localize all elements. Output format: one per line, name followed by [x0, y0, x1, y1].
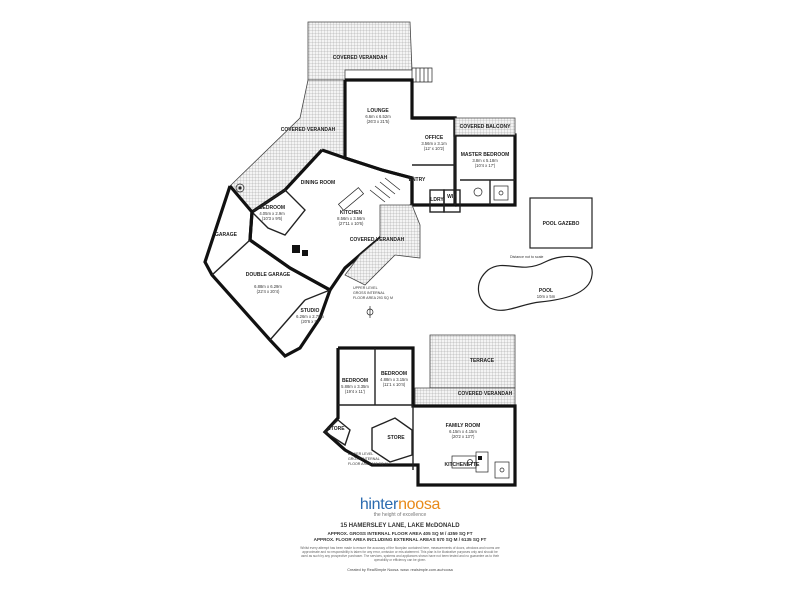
pool — [477, 255, 593, 311]
label-family-room-dim2: (20'2 x 13'7) — [452, 434, 475, 439]
disclaimer-line-2: approximate and no responsibility is tak… — [302, 550, 498, 554]
pool-gazebo — [529, 197, 593, 249]
label-store-a: STORE — [327, 426, 345, 432]
label-bedroom-upper-dim1: 4.05m x 2.9m — [259, 211, 285, 216]
label-kitchen-dim1: 8.56m x 3.56m — [337, 216, 365, 221]
label-double-garage-dim1: 6.88m x 6.29m — [254, 284, 282, 289]
disclaimer-line-4: operability or efficiency can be given. — [373, 558, 427, 562]
kitchen-island — [337, 187, 365, 211]
logo-part-1: hinter — [359, 496, 399, 513]
label-covered-balcony: COVERED BALCONY — [460, 124, 512, 130]
label-pool: POOL — [539, 288, 553, 294]
area-external: APPROX. FLOOR AREA INCLUDING EXTERNAL AR… — [313, 537, 487, 542]
label-upper-level-3: FLOOR AREA 293 SQ M — [353, 296, 393, 300]
label-bedroom-lower-b-dim1: 4.88m x 3.15m — [380, 377, 408, 382]
disclaimer: Whilst every attempt has been made to en… — [250, 546, 550, 562]
label-covered-verandah-mid: COVERED VERANDAH — [350, 237, 405, 243]
label-family-room: FAMILY ROOM — [446, 423, 481, 429]
label-bedroom-lower-a: BEDROOM — [342, 378, 368, 384]
label-pool-gazebo: POOL GAZEBO — [543, 221, 580, 227]
label-bedroom-lower-b: BEDROOM — [381, 371, 407, 377]
covered-verandah-mid — [344, 204, 421, 286]
label-family-room-dim1: 6.15m x 4.15m — [449, 429, 477, 434]
area-internal: APPROX. GROSS INTERNAL FLOOR AREA 405 SQ… — [327, 531, 473, 536]
label-kitchen-dim2: (27'11 x 10'6) — [339, 221, 364, 226]
label-bedroom-lower-a-dim1: 5.88m x 3.35m — [341, 384, 369, 389]
label-bedroom-upper: BEDROOM — [259, 205, 285, 211]
hinternoosa-logo: hinternoosa the height of excellence — [350, 496, 450, 518]
label-studio: STUDIO — [301, 308, 320, 314]
label-entry: ENTRY — [409, 177, 426, 183]
label-bedroom-lower-b-dim2: (11'1 x 10'4) — [383, 382, 406, 387]
covered-balcony — [454, 117, 516, 136]
label-master-dim2: (10'4 x 17') — [475, 163, 496, 168]
label-bedroom-lower-a-dim2: (19'4 x 11') — [345, 389, 366, 394]
label-lounge-dim2: (26'3 x 21'5) — [367, 119, 390, 124]
label-upper-level-1: UPPER LEVEL — [353, 286, 378, 290]
label-double-garage: DOUBLE GARAGE — [246, 272, 291, 278]
label-garage: GARAGE — [215, 232, 238, 238]
label-lower-level-1: LOWER LEVEL — [348, 452, 373, 456]
label-distance-note: Distance not to scale — [510, 255, 543, 259]
label-upper-level-2: GROSS INTERNAL — [353, 291, 385, 295]
logo-wordmark: hinternoosa — [350, 496, 450, 514]
store-room — [371, 417, 413, 463]
label-studio-dim2: (20'6 x 9') — [301, 319, 320, 324]
label-covered-verandah-left: COVERED VERANDAH — [281, 127, 336, 133]
label-lower-level-3: FLOOR AREA 112 SQ M — [348, 462, 388, 466]
label-terrace: TERRACE — [470, 358, 495, 364]
label-office: OFFICE — [425, 135, 444, 141]
logo-part-2: noosa — [398, 496, 441, 513]
disclaimer-line-1: Whilst every attempt has been made to en… — [300, 546, 500, 550]
garage-wall — [203, 184, 332, 358]
label-lounge: LOUNGE — [367, 108, 389, 114]
label-master-dim1: 3.8m x 5.18m — [472, 158, 498, 163]
property-address: 15 HAMERSLEY LANE, LAKE McDONALD — [340, 523, 460, 529]
disclaimer-line-3: used as such by any prospective purchase… — [300, 554, 500, 558]
label-lower-level-2: GROSS INTERNAL — [348, 457, 380, 461]
label-studio-dim1: 6.26m x 2.78m — [296, 314, 324, 319]
label-covered-verandah-top: COVERED VERANDAH — [333, 55, 388, 61]
label-kitchenette: KITCHENETTE — [445, 462, 481, 468]
label-pool-dim: 10m x 5m — [537, 294, 556, 299]
label-dining-room: DINING ROOM — [301, 180, 335, 186]
label-lounge-dim1: 6.6m x 6.52m — [365, 114, 391, 119]
label-master-bedroom: MASTER BEDROOM — [461, 152, 510, 158]
label-laundry: LDRY — [430, 197, 444, 203]
logo-tagline: the height of excellence — [373, 512, 427, 518]
label-wir: WIR — [447, 194, 457, 200]
label-covered-verandah-lower: COVERED VERANDAH — [458, 391, 513, 397]
bedroom-upper — [250, 189, 306, 236]
label-store-b: STORE — [387, 435, 405, 441]
label-double-garage-dim2: (22'4 x 20'4) — [257, 289, 280, 294]
top-steps — [411, 67, 433, 83]
label-office-dim2: (12' x 10'2) — [424, 146, 445, 151]
label-kitchen: KITCHEN — [340, 210, 363, 216]
entry-stairs — [369, 177, 401, 203]
label-bedroom-upper-dim2: (10'3 x 9'6) — [262, 216, 283, 221]
label-office-dim1: 3.56m x 3.1m — [421, 141, 447, 146]
credit-line: Created by RealSimple Noosa. www. realsi… — [347, 568, 453, 572]
